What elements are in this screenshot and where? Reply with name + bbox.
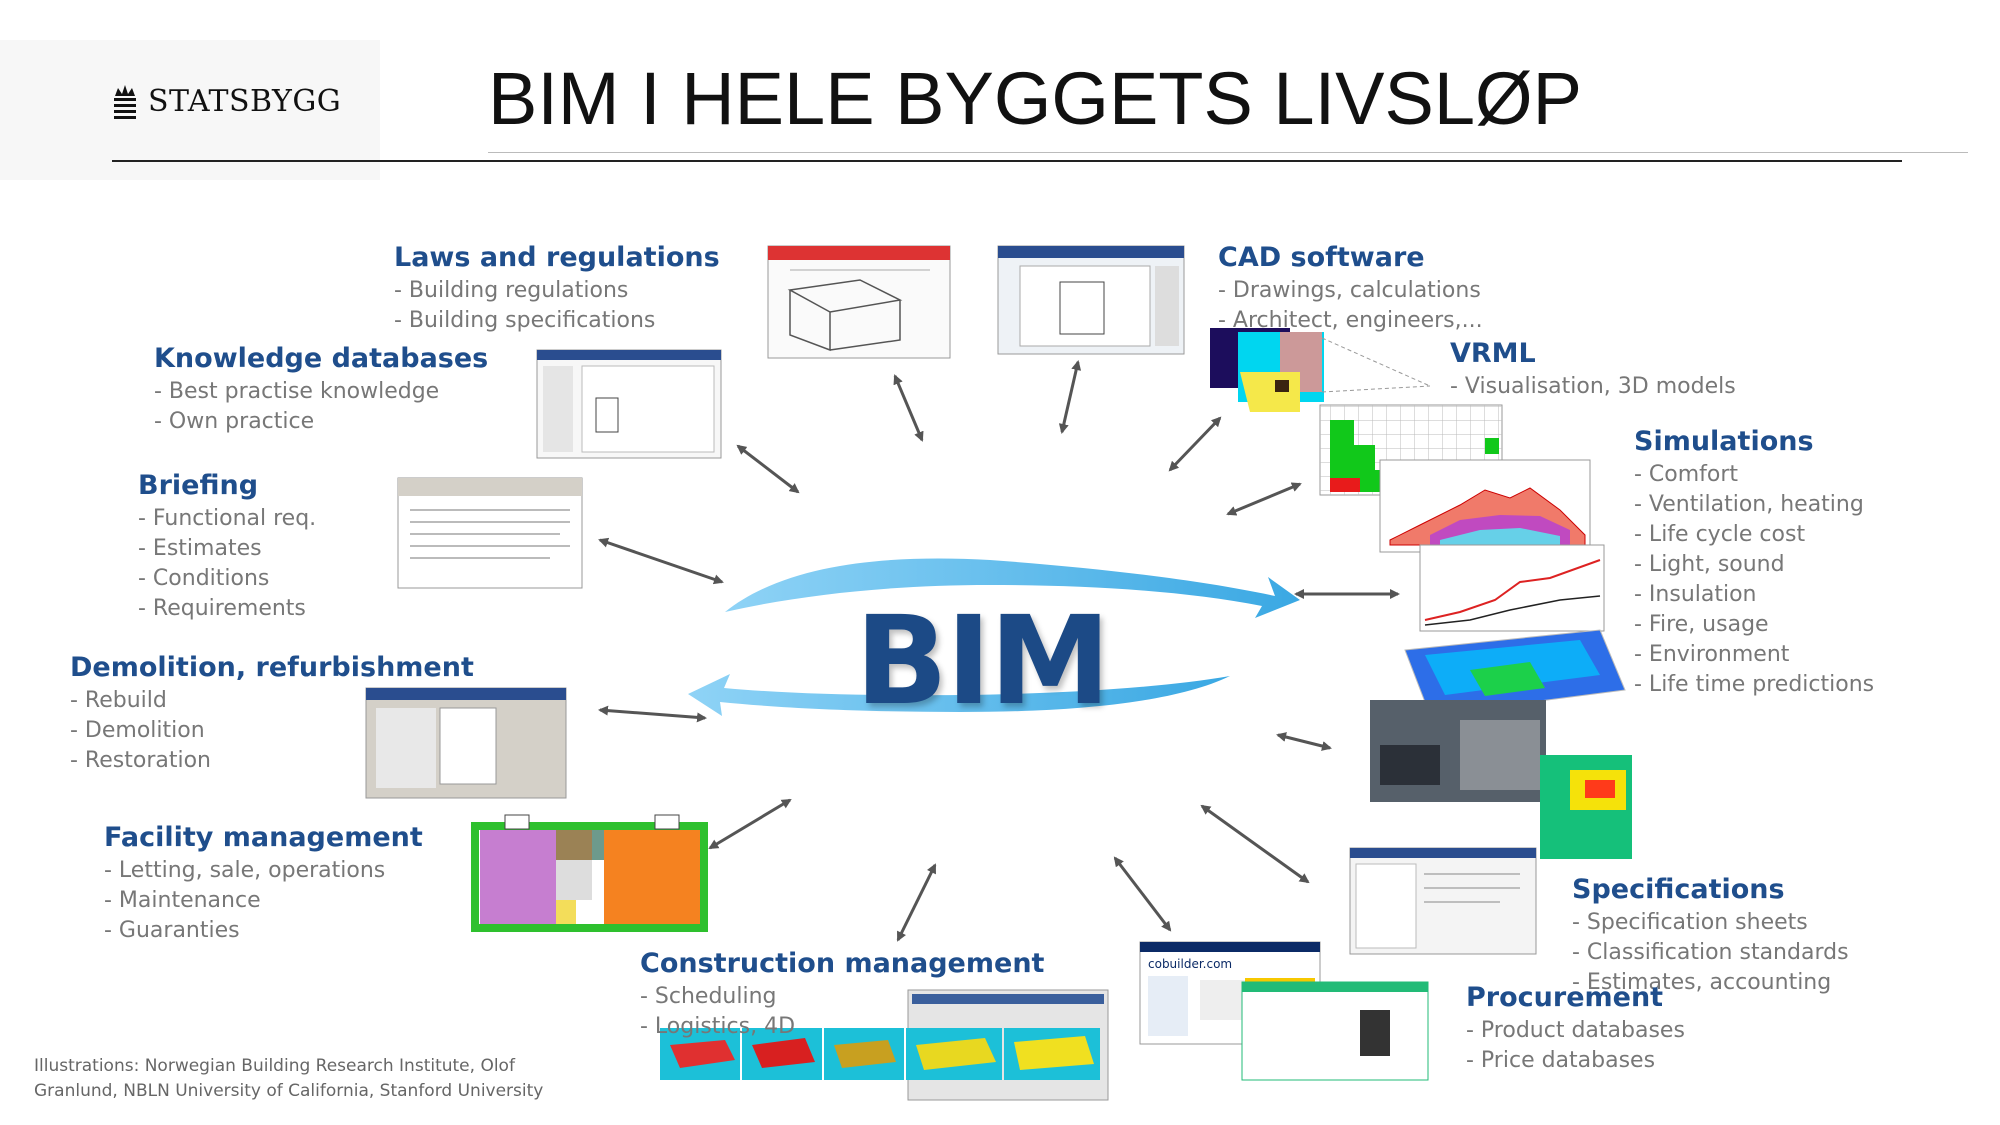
topic-item: - Comfort bbox=[1634, 462, 1739, 487]
topic-item: - Estimates, accounting bbox=[1572, 970, 1832, 995]
cad-screenshot bbox=[997, 245, 1185, 355]
topic-item: - Maintenance bbox=[104, 888, 261, 913]
topic-item: - Rebuild bbox=[70, 688, 167, 713]
topic-item: - Environment bbox=[1634, 642, 1790, 667]
topic-item: - Best practise knowledge bbox=[154, 379, 440, 404]
credits-line-1: Illustrations: Norwegian Building Resear… bbox=[34, 1056, 515, 1076]
crown-icon bbox=[114, 85, 136, 119]
topic-item: - Drawings, calculations bbox=[1218, 278, 1481, 303]
bim-center-label: BIM bbox=[855, 590, 1111, 732]
topic-construction-management: Construction management - Scheduling - L… bbox=[640, 946, 1044, 1042]
topic-heading: Laws and regulations bbox=[394, 242, 720, 273]
topic-item: - Insulation bbox=[1634, 582, 1757, 607]
topic-specifications: Specifications - Specification sheets - … bbox=[1572, 872, 1849, 998]
topic-heading: CAD software bbox=[1218, 242, 1425, 273]
topic-item: - Building specifications bbox=[394, 308, 656, 333]
procurement-screenshots: cobuilder.com bbox=[1139, 941, 1429, 1081]
topic-item: - Estimates bbox=[138, 536, 262, 561]
construction-4d-images bbox=[660, 989, 1109, 1101]
topic-facility-management: Facility management - Letting, sale, ope… bbox=[104, 820, 423, 946]
topic-item: - Building regulations bbox=[394, 278, 629, 303]
topic-item: - Conditions bbox=[138, 566, 270, 591]
title-underline bbox=[488, 152, 1968, 153]
topic-item: - Own practice bbox=[154, 409, 315, 434]
topic-item: - Life cycle cost bbox=[1634, 522, 1806, 547]
topic-demolition-refurbishment: Demolition, refurbishment - Rebuild - De… bbox=[70, 650, 474, 776]
topic-knowledge-databases: Knowledge databases - Best practise know… bbox=[154, 341, 488, 437]
connection-arrows bbox=[598, 360, 1400, 942]
topic-item: - Restoration bbox=[70, 748, 211, 773]
topic-procurement: Procurement - Product databases - Price … bbox=[1466, 980, 1685, 1076]
interior-renderings bbox=[1370, 700, 1632, 859]
topic-heading: Specifications bbox=[1572, 874, 1785, 905]
topic-item: - Scheduling bbox=[640, 984, 777, 1009]
topic-item: - Specification sheets bbox=[1572, 910, 1808, 935]
logo-text: STATSBYGG bbox=[148, 83, 342, 119]
topic-item: - Requirements bbox=[138, 596, 306, 621]
specifications-screenshot bbox=[1349, 847, 1537, 955]
topic-item: - Price databases bbox=[1466, 1048, 1656, 1073]
knowledge-database-screenshot bbox=[536, 349, 722, 459]
demolition-screenshot bbox=[365, 687, 567, 799]
topic-item: - Functional req. bbox=[138, 506, 317, 531]
cobuilder-logo-text: cobuilder.com bbox=[1148, 957, 1232, 971]
topic-item: - Demolition bbox=[70, 718, 205, 743]
topic-item: - Guaranties bbox=[104, 918, 240, 943]
briefing-screenshot bbox=[397, 477, 583, 589]
laws-screenshot bbox=[767, 245, 951, 359]
vrml-image bbox=[1210, 328, 1431, 412]
topic-laws-and-regulations: Laws and regulations - Building regulati… bbox=[394, 240, 720, 336]
title-divider bbox=[112, 160, 1902, 162]
facility-floor-plan bbox=[471, 814, 708, 932]
topic-heading: Briefing bbox=[138, 470, 259, 501]
topic-item: - Architect, engineers,... bbox=[1218, 308, 1483, 333]
topic-item: - Logistics, 4D bbox=[640, 1014, 796, 1039]
topic-simulations: Simulations - Comfort - Ventilation, hea… bbox=[1634, 424, 1874, 700]
topic-heading: Facility management bbox=[104, 822, 423, 853]
slide-title: BIM I HELE BYGGETS LIVSLØP bbox=[488, 57, 1582, 140]
topic-heading: Knowledge databases bbox=[154, 343, 489, 374]
simulation-charts bbox=[1319, 404, 1626, 716]
bim-cycle-ring bbox=[688, 558, 1300, 716]
topic-item: - Life time predictions bbox=[1634, 672, 1875, 697]
topic-item: - Product databases bbox=[1466, 1018, 1685, 1043]
topic-item: - Classification standards bbox=[1572, 940, 1849, 965]
topic-heading: Construction management bbox=[640, 948, 1045, 979]
topic-item: - Ventilation, heating bbox=[1634, 492, 1864, 517]
topic-heading: Demolition, refurbishment bbox=[70, 652, 474, 683]
topic-briefing: Briefing - Functional req. - Estimates -… bbox=[138, 468, 316, 624]
topic-heading: Simulations bbox=[1634, 426, 1814, 457]
topic-heading: Procurement bbox=[1466, 982, 1664, 1013]
topic-item: - Fire, usage bbox=[1634, 612, 1769, 637]
topic-item: - Light, sound bbox=[1634, 552, 1785, 577]
topic-vrml: VRML - Visualisation, 3D models bbox=[1450, 336, 1736, 402]
topic-item: - Letting, sale, operations bbox=[104, 858, 386, 883]
topic-heading: VRML bbox=[1450, 338, 1536, 369]
credits-line-2: Granlund, NBLN University of California,… bbox=[34, 1081, 544, 1101]
topic-cad-software: CAD software - Drawings, calculations - … bbox=[1218, 240, 1483, 336]
illustration-credits: Illustrations: Norwegian Building Resear… bbox=[34, 1054, 543, 1104]
statsbygg-logo: STATSBYGG bbox=[112, 82, 341, 120]
topic-item: - Visualisation, 3D models bbox=[1450, 374, 1736, 399]
